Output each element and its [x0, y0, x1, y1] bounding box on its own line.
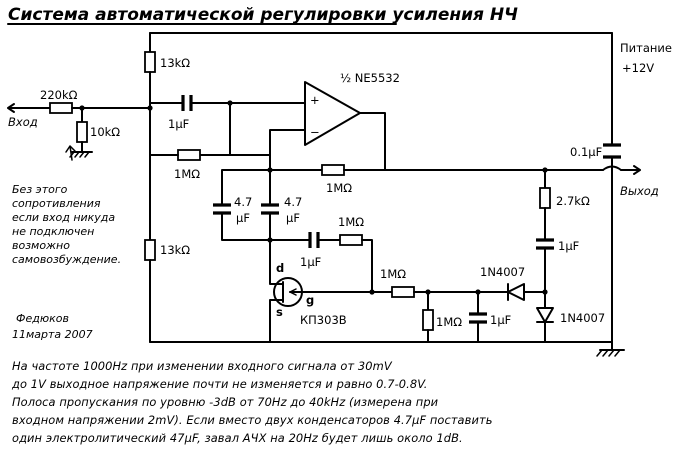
description-block: На частоте 1000Hz при изменении входного… — [11, 359, 493, 445]
label-r-27k: 2.7kΩ — [556, 194, 590, 208]
label-r-in: 220kΩ — [40, 88, 78, 102]
svg-text:самовозбуждение.: самовозбуждение. — [12, 253, 121, 266]
author-block: Федюков 11марта 2007 — [12, 312, 93, 341]
label-r-1m-gate: 1MΩ — [380, 267, 406, 281]
label-supply-2: +12V — [622, 61, 654, 75]
label-op-minus: − — [310, 125, 320, 139]
label-c-1u-right: 1µF — [558, 239, 579, 253]
svg-text:На частоте 1000Hz при изменени: На частоте 1000Hz при изменении входного… — [12, 359, 393, 373]
label-r-fb: 1MΩ — [174, 167, 200, 181]
label-pin-d: d — [276, 261, 284, 275]
wire-crossover — [602, 165, 622, 171]
svg-text:не подключен: не подключен — [12, 225, 94, 238]
label-r-bottom: 13kΩ — [160, 243, 190, 257]
label-c47a-2: µF — [236, 211, 250, 225]
svg-text:11марта 2007: 11марта 2007 — [12, 328, 93, 341]
label-r-1m-rc: 1MΩ — [338, 215, 364, 229]
resistor-13k-top — [144, 51, 156, 73]
ground-symbol-right — [599, 341, 625, 351]
svg-text:сопротивления: сопротивления — [12, 197, 101, 210]
label-supply-1: Питание — [620, 41, 672, 55]
label-r-top: 13kΩ — [160, 56, 190, 70]
page-title: Система автоматической регулировки усиле… — [8, 5, 518, 25]
resistor-1m-mid — [321, 164, 345, 176]
label-d2: 1N4007 — [560, 311, 605, 325]
svg-text:если вход никуда: если вход никуда — [12, 211, 115, 224]
label-c-supply: 0.1µF — [570, 145, 602, 159]
resistor-10k — [76, 121, 88, 143]
label-c-in: 1µF — [168, 117, 189, 131]
input-arrow — [7, 103, 51, 113]
resistor-1m-low — [422, 309, 434, 331]
resistor-1m-gate — [391, 286, 415, 298]
label-r-shunt: 10kΩ — [90, 125, 120, 139]
svg-text:до 1V выходное напряжение почт: до 1V выходное напряжение почти не измен… — [11, 377, 428, 391]
label-input: Вход — [8, 115, 38, 129]
svg-text:Полоса пропускания по уровню -: Полоса пропускания по уровню -3dB от 70H… — [12, 395, 438, 409]
svg-text:Федюков: Федюков — [16, 312, 69, 325]
svg-text:входном напряжении 2mV). Если: входном напряжении 2mV). Если вместо дву… — [12, 413, 493, 427]
svg-text:один электролитический 47µF, з: один электролитический 47µF, завал АЧХ н… — [12, 431, 463, 445]
resistor-2.7k — [539, 187, 551, 209]
label-r-1m-low: 1MΩ — [436, 315, 462, 329]
label-output: Выход — [620, 184, 659, 198]
label-pin-s: s — [276, 305, 283, 319]
label-c-1u-low: 1µF — [490, 313, 511, 327]
label-r-1m-mid: 1MΩ — [326, 181, 352, 195]
diode-1n4007-a — [507, 283, 525, 301]
label-c47b-2: µF — [286, 211, 300, 225]
label-d1: 1N4007 — [480, 265, 525, 279]
diode-1n4007-b — [536, 307, 554, 323]
annotation-note: Без этого сопротивления если вход никуда… — [12, 183, 121, 266]
label-op-plus: + — [310, 93, 320, 107]
label-opamp: ½ NE5532 — [340, 71, 400, 85]
label-c-1u-rc: 1µF — [300, 255, 321, 269]
resistor-13k-bottom — [144, 239, 156, 261]
resistor-1m-rc — [339, 234, 363, 246]
note-arrow — [65, 145, 76, 161]
output-arrow — [620, 165, 641, 175]
resistor-220k — [49, 102, 73, 114]
label-pin-g: g — [306, 293, 314, 307]
opamp-triangle — [304, 81, 361, 146]
resistor-1m-feedback — [177, 149, 201, 161]
label-c47b-1: 4.7 — [284, 195, 302, 209]
svg-text:Без этого: Без этого — [12, 183, 68, 196]
svg-text:возможно: возможно — [12, 239, 70, 252]
label-transistor: КП303В — [300, 313, 347, 327]
label-c47a-1: 4.7 — [234, 195, 252, 209]
